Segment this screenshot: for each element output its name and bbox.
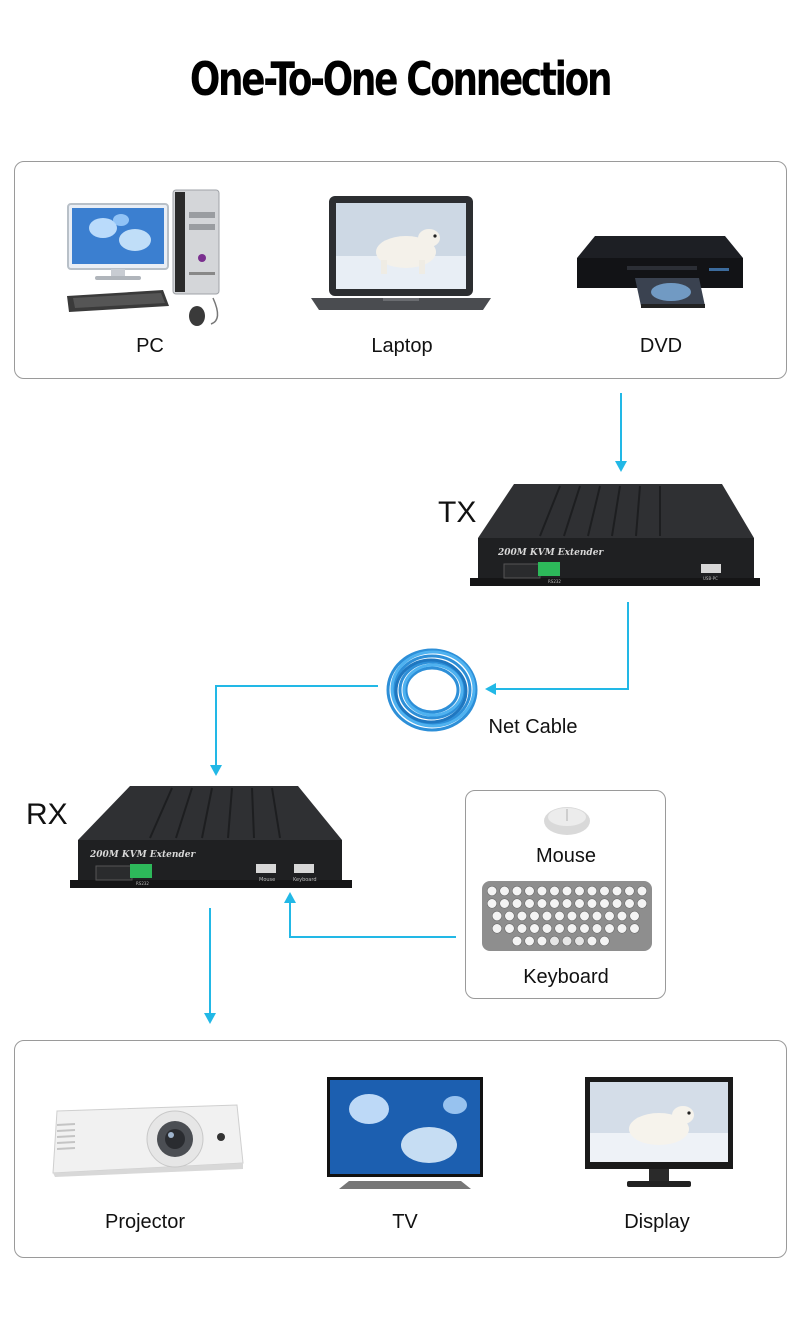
input-label-mouse: Mouse bbox=[535, 845, 597, 867]
projector-icon bbox=[49, 1103, 245, 1179]
laptop-icon bbox=[311, 194, 491, 322]
rx-port-keyboard: Keyboard bbox=[293, 877, 317, 883]
sources-panel: PC Laptop DVD bbox=[14, 161, 787, 379]
source-label-pc: PC bbox=[136, 335, 164, 357]
display-label-tv: TV bbox=[392, 1211, 418, 1233]
page-title: One-To-One Connection bbox=[189, 52, 613, 106]
rx-device-text: 200M KVM Extender bbox=[89, 850, 196, 860]
input-label-keyboard: Keyboard bbox=[523, 966, 609, 988]
displays-panel: Projector TV Display bbox=[14, 1040, 787, 1258]
input-devices-panel: Mouse Keyboard bbox=[465, 790, 666, 999]
mouse-icon bbox=[542, 803, 592, 837]
source-label-laptop: Laptop bbox=[371, 335, 433, 357]
tx-port-usb-pc: USB-PC bbox=[703, 576, 718, 581]
tx-device-text: 200M KVM Extender bbox=[497, 548, 604, 558]
network-cable-icon bbox=[384, 646, 480, 736]
monitor-icon bbox=[583, 1075, 735, 1193]
display-label-display: Display bbox=[624, 1211, 690, 1233]
rx-port-mouse: Mouse bbox=[259, 877, 275, 883]
tx-label: TX bbox=[438, 496, 477, 529]
pc-icon bbox=[63, 188, 243, 328]
keyboard-icon bbox=[480, 879, 654, 953]
dvd-player-icon bbox=[575, 232, 745, 316]
rx-port-rs232: RS232 bbox=[136, 881, 149, 886]
tv-icon bbox=[325, 1075, 485, 1193]
rx-label: RX bbox=[26, 798, 68, 831]
display-label-projector: Projector bbox=[104, 1211, 186, 1233]
cable-label: Net Cable bbox=[488, 716, 578, 738]
source-label-dvd: DVD bbox=[639, 335, 683, 357]
tx-extender-device: 200M KVM Extender RS232 USB-PC bbox=[470, 482, 760, 590]
rx-extender-device: 200M KVM Extender RS232 Mouse Keyboard bbox=[66, 784, 356, 892]
tx-port-rs232: RS232 bbox=[548, 579, 561, 584]
